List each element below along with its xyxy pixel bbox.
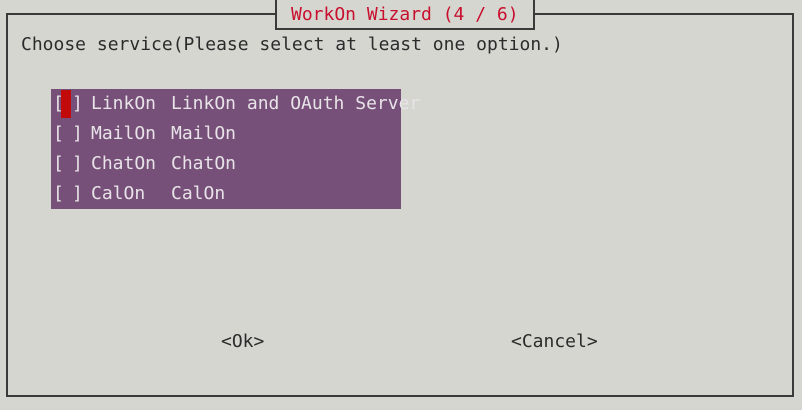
item-description: MailOn [171,123,237,144]
service-checklist: [ ] LinkOn LinkOn and OAuth Server [ ] M… [51,89,420,209]
checkbox-bracket-left: [ [53,153,64,174]
checkbox[interactable]: [ ] [51,119,83,149]
item-tag: CalOn [91,183,146,204]
checklist-item-chaton[interactable]: [ ] ChatOn ChatOn [51,149,401,179]
checkbox[interactable]: [ ] [51,149,83,179]
checklist-item-calon[interactable]: [ ] CalOn CalOn [51,179,401,209]
item-description: CalOn [171,183,226,204]
item-description: LinkOn and OAuth Server [171,93,421,114]
dialog-prompt: Choose service(Please select at least on… [21,34,563,55]
checkbox[interactable]: [ ] [51,179,83,209]
checkbox-mark [63,89,72,119]
checkbox-bracket-right: ] [72,123,83,144]
checklist-item-mailon[interactable]: [ ] MailOn MailOn [51,119,401,149]
selection-cursor [61,90,71,118]
item-tag: MailOn [91,123,157,144]
checkbox-bracket-left: [ [53,183,64,204]
dialog-title-box: WorkOn Wizard (4 / 6) [275,0,535,30]
checkbox-mark [63,179,72,209]
checkbox-mark [63,119,72,149]
checkbox[interactable]: [ ] [51,89,83,119]
ok-button[interactable]: <Ok> [221,331,265,352]
checklist-item-linkon[interactable]: [ ] LinkOn LinkOn and OAuth Server [51,89,420,119]
checkbox-bracket-right: ] [72,183,83,204]
item-tag: LinkOn [91,93,157,114]
checkbox-bracket-left: [ [53,123,64,144]
checkbox-bracket-left: [ [53,93,64,114]
item-tag: ChatOn [91,153,157,174]
dialog-title: WorkOn Wizard (4 / 6) [291,3,519,25]
checkbox-bracket-right: ] [72,153,83,174]
checkbox-bracket-right: ] [72,93,83,114]
item-description: ChatOn [171,153,237,174]
checkbox-mark [63,149,72,179]
cancel-button[interactable]: <Cancel> [511,331,598,352]
